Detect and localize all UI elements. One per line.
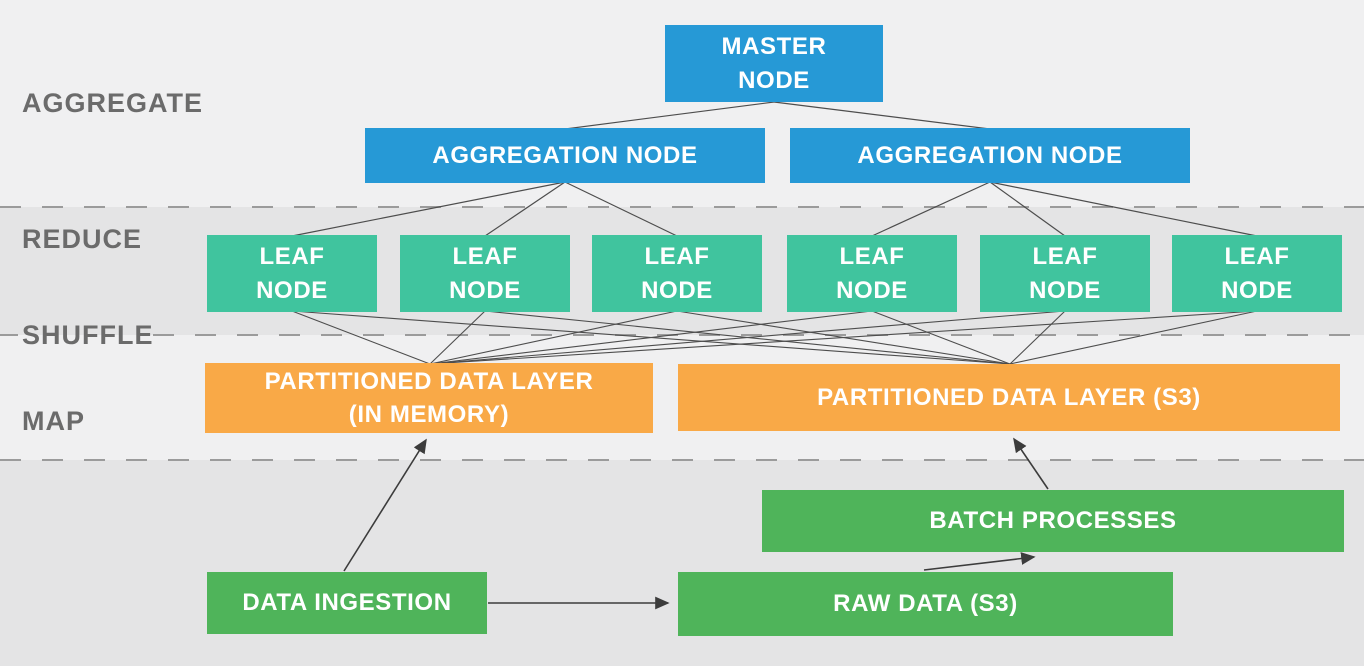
raw-data-s3-box: RAW DATA (S3) [678,572,1173,636]
leaf-node-box-4: LEAF NODE [787,235,957,312]
stage-label-aggregate: AGGREGATE [22,88,204,118]
stage-label-map: MAP [22,406,85,436]
leaf-node-box-5: LEAF NODE [980,235,1150,312]
leaf-node-box-1: LEAF NODE [207,235,377,312]
leaf-node-box-3: LEAF NODE [592,235,762,312]
batch-processes-box: BATCH PROCESSES [762,490,1344,552]
leaf-node-box-2: LEAF NODE [400,235,570,312]
data-ingestion-box: DATA INGESTION [207,572,487,634]
aggregation-node-right-box: AGGREGATION NODE [790,128,1190,183]
master-node-box: MASTER NODE [665,25,883,102]
stage-label-reduce: REDUCE [22,224,143,254]
aggregation-node-left-box: AGGREGATION NODE [365,128,765,183]
leaf-node-box-6: LEAF NODE [1172,235,1342,312]
shuffle-connectors [291,310,1258,365]
partitioned-data-layer-s3-box: PARTITIONED DATA LAYER (S3) [678,364,1340,431]
tree-connectors [291,101,1258,237]
stage-separator-lines [0,206,1364,461]
flow-arrows [343,437,1049,610]
stage-label-shuffle: SHUFFLE [22,320,154,350]
partitioned-data-layer-memory-box: PARTITIONED DATA LAYER (IN MEMORY) [205,363,653,433]
